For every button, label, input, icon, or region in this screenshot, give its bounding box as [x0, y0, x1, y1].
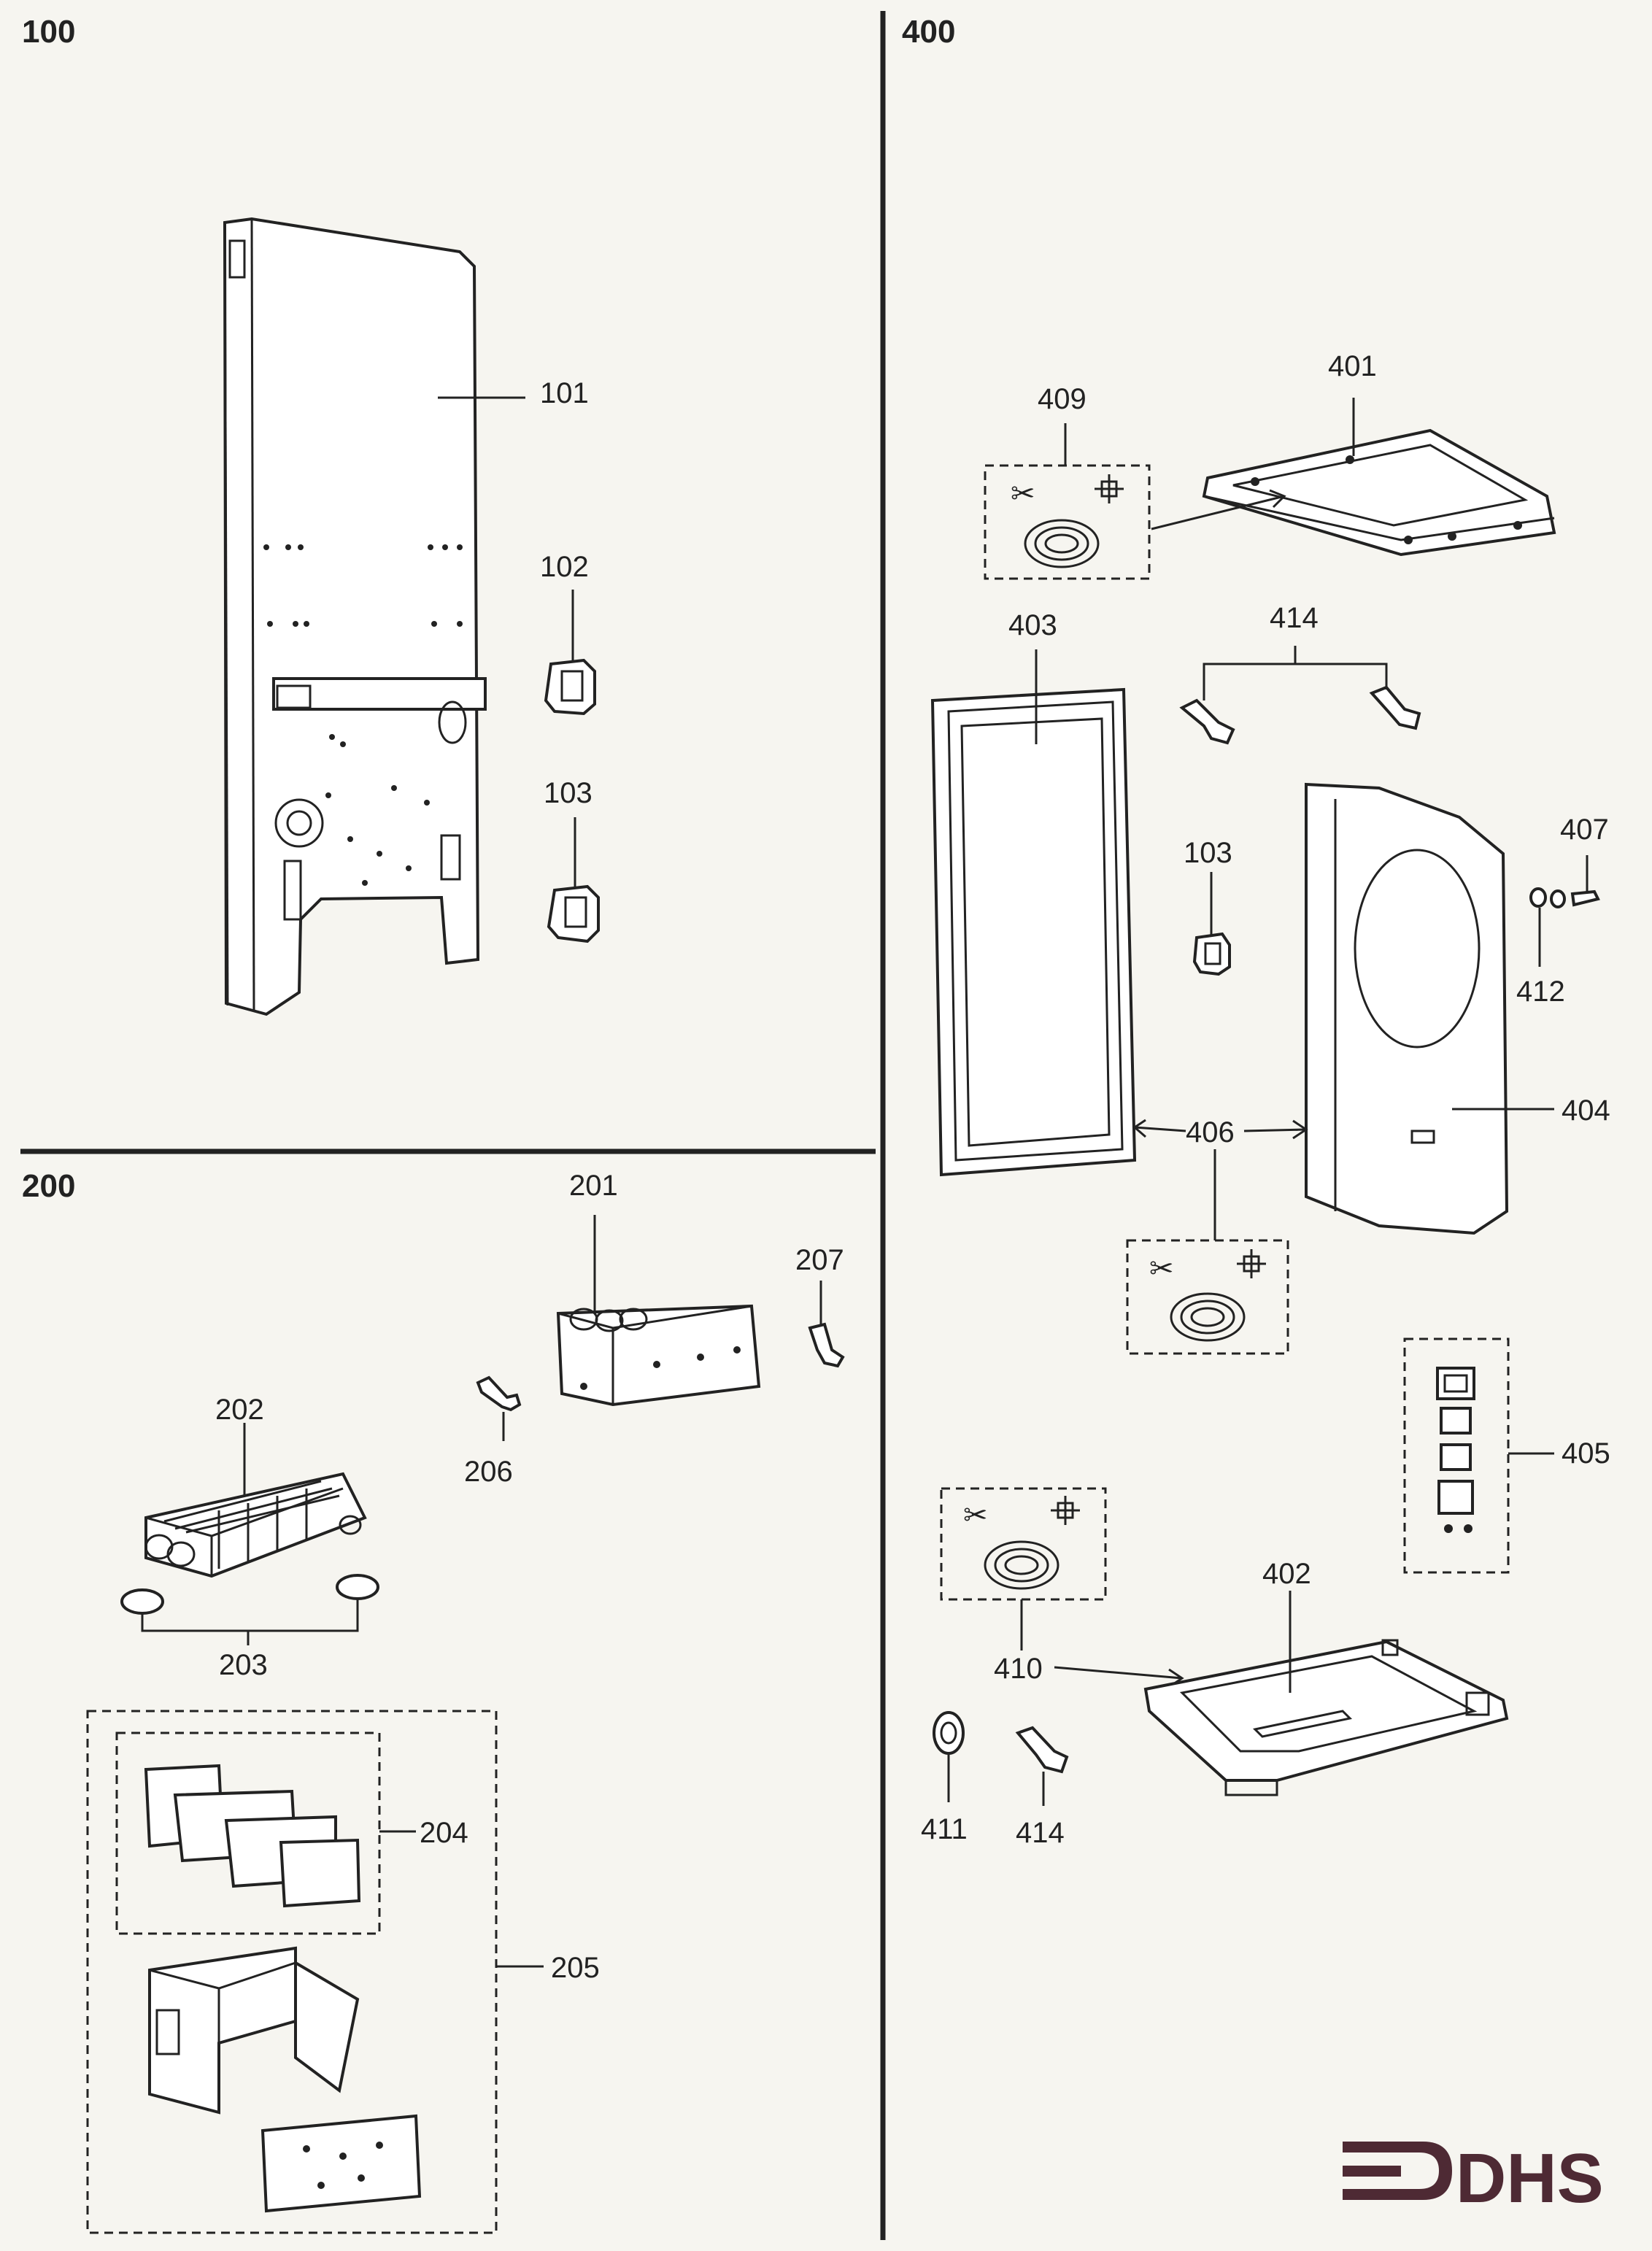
callout-202: 202	[215, 1394, 264, 1426]
callout-207: 207	[795, 1244, 844, 1276]
part-410-seal-kit: ✂	[963, 1496, 1080, 1590]
callout-414-bottom: 414	[1016, 1817, 1065, 1849]
callout-103-section400: 103	[1184, 837, 1232, 869]
part-403-door-frame	[930, 687, 1137, 1177]
callout-409: 409	[1038, 383, 1086, 415]
callout-205: 205	[551, 1952, 600, 1984]
callout-411: 411	[921, 1813, 968, 1845]
callout-201: 201	[569, 1170, 618, 1202]
part-409-seal-kit: ✂	[1011, 474, 1124, 568]
arrows-406	[1132, 1119, 1308, 1240]
section-200-label: 200	[22, 1168, 75, 1204]
callout-204: 204	[420, 1817, 468, 1849]
part-206-screw	[476, 1375, 522, 1412]
part-405-control-panel	[1436, 1367, 1475, 1533]
callout-103: 103	[544, 777, 593, 809]
part-411-washer	[933, 1711, 965, 1755]
section-400-label: 400	[902, 14, 955, 50]
part-202-heat-exchanger	[144, 1472, 367, 1578]
kit-410-box	[940, 1487, 1107, 1601]
part-402-bottom-frame	[1143, 1639, 1509, 1796]
svg-text:✂: ✂	[1011, 478, 1035, 510]
dhs-logo-text: DHS	[1456, 2139, 1604, 2217]
callout-206: 206	[464, 1456, 513, 1488]
part-103-clip-section400	[1192, 932, 1231, 976]
arrow-410-to-402	[1054, 1666, 1184, 1688]
part-407-screw-412-washer	[1529, 887, 1600, 908]
section-100-label: 100	[22, 14, 75, 50]
callout-406: 406	[1186, 1116, 1235, 1148]
svg-text:✂: ✂	[963, 1499, 988, 1532]
kit-406-box	[1126, 1239, 1289, 1355]
callout-101: 101	[540, 377, 589, 409]
part-201-burner-box	[556, 1304, 761, 1407]
callout-414-top: 414	[1270, 602, 1319, 634]
kit-205-box	[86, 1710, 498, 2234]
part-401-top-frame	[1202, 428, 1556, 557]
callout-404: 404	[1562, 1094, 1610, 1127]
callout-410: 410	[994, 1653, 1043, 1685]
part-204-insulation-sheets	[144, 1764, 361, 1908]
leader-203	[141, 1599, 359, 1645]
part-414-screw-bottom	[1015, 1726, 1069, 1774]
part-414-screws	[1179, 685, 1421, 745]
callout-402: 402	[1262, 1558, 1311, 1590]
callout-405: 405	[1562, 1437, 1610, 1470]
callout-401: 401	[1328, 350, 1377, 382]
arrow-409-to-401	[1151, 489, 1286, 530]
part-101-back-panel	[223, 217, 487, 1016]
kit-409-box	[984, 464, 1151, 580]
part-103-clip	[547, 884, 600, 943]
part-102-clip	[544, 658, 596, 716]
kit-405-box	[1403, 1337, 1510, 1574]
callout-403: 403	[1008, 609, 1057, 641]
svg-text:✂: ✂	[1149, 1253, 1174, 1285]
leader-414-top	[1203, 646, 1388, 700]
callout-203: 203	[219, 1649, 268, 1681]
part-406-seal-kit: ✂	[1149, 1249, 1266, 1342]
part-404-front-panel	[1305, 782, 1509, 1235]
callout-412: 412	[1516, 976, 1565, 1008]
kit-204-box	[115, 1731, 381, 1935]
dhs-logo: DHS	[1343, 2139, 1604, 2217]
part-205-combustion-chamber	[148, 1946, 422, 2213]
part-203-gaskets	[120, 1574, 379, 1615]
callout-407: 407	[1560, 814, 1609, 846]
part-207-screw	[808, 1322, 845, 1368]
callout-102: 102	[540, 551, 589, 583]
